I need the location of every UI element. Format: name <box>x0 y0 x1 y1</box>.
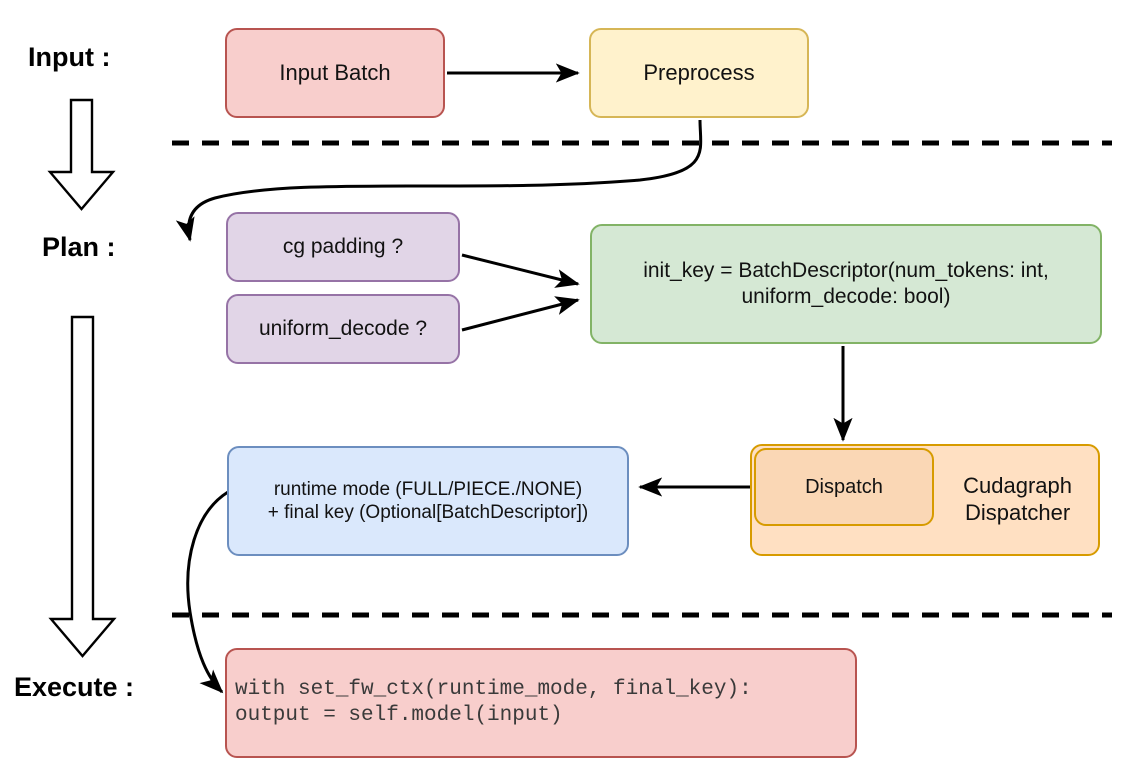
plan-to-execute-block-arrow <box>48 315 117 658</box>
edge-runtime-mode-to-execute-code <box>186 490 229 694</box>
node-execute-code[interactable]: with set_fw_ctx(runtime_mode, final_key)… <box>225 648 857 758</box>
node-input-batch[interactable]: Input Batch <box>225 28 445 118</box>
node-dispatch[interactable]: Dispatch <box>754 448 934 526</box>
node-runtime-mode[interactable]: runtime mode (FULL/PIECE./NONE) + final … <box>227 446 629 556</box>
node-uniform-decode[interactable]: uniform_decode ? <box>226 294 460 364</box>
stage-label-plan: Plan : <box>42 232 116 262</box>
stage-label-execute: Execute : <box>14 672 135 702</box>
node-init-key[interactable]: init_key = BatchDescriptor(num_tokens: i… <box>590 224 1102 344</box>
cudagraph-dispatcher-label: Cudagraph Dispatcher <box>963 473 1072 525</box>
node-cg-padding[interactable]: cg padding ? <box>226 212 460 282</box>
edge-cg-padding-to-init-key <box>461 253 580 288</box>
edge-uniform-decode-to-init-key <box>461 296 580 332</box>
input-to-plan-block-arrow <box>47 98 116 211</box>
node-preprocess[interactable]: Preprocess <box>589 28 809 118</box>
stage-label-input: Input : <box>28 42 111 72</box>
